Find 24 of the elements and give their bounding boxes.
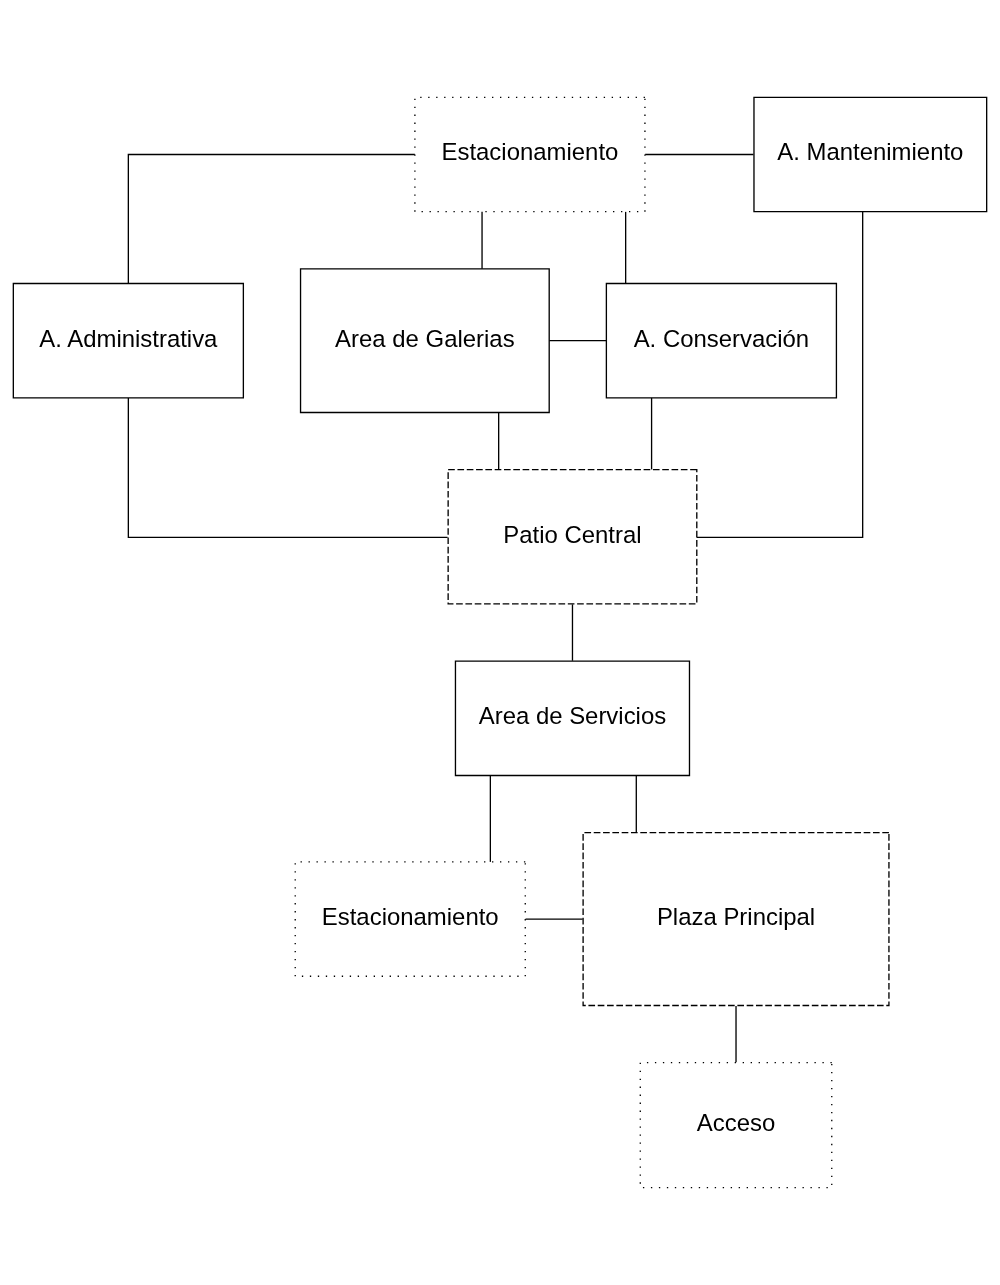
node-box: Patio Central [447, 468, 698, 605]
node-box: Estacionamiento [414, 96, 646, 213]
connector [524, 918, 584, 920]
node-box: Acceso [639, 1062, 833, 1189]
node-box: Area de Galerias [299, 268, 550, 414]
node-box: Plaza Principal [582, 832, 890, 1007]
connector [127, 153, 416, 284]
connector [696, 211, 864, 539]
connector [571, 603, 574, 662]
node-box: Area de Servicios [454, 660, 691, 777]
connector [625, 211, 627, 284]
connector [498, 411, 500, 471]
connector [735, 1005, 737, 1063]
node-box: A. Conservación [605, 282, 838, 399]
connector [635, 775, 637, 833]
node-box: A. Administrativa [12, 282, 245, 399]
node-box: Estacionamiento [294, 861, 526, 977]
node-box: A. Mantenimiento [753, 96, 988, 213]
connector [489, 775, 492, 863]
connector [127, 397, 449, 539]
connector [644, 153, 755, 156]
connector [650, 397, 653, 471]
connector [548, 340, 607, 342]
connector [481, 211, 483, 270]
